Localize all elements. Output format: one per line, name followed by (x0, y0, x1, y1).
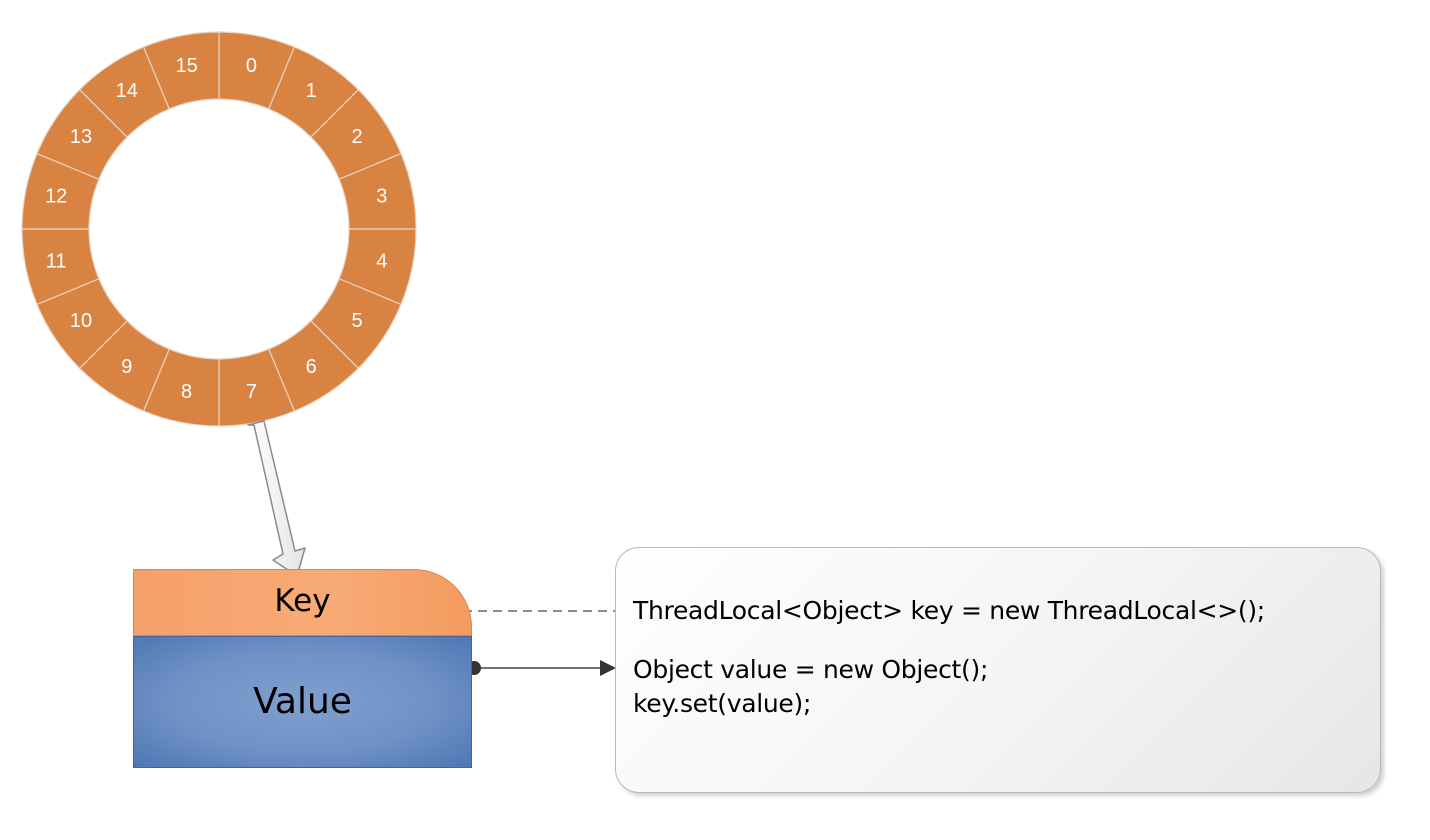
ring-slot-label-8: 8 (181, 381, 192, 403)
code-line-value: Object value = new Object(); (633, 655, 989, 684)
ring-slot-label-15: 15 (175, 55, 197, 77)
ring-slot-label-5: 5 (351, 310, 362, 332)
ring-slot-15 (142, 31, 220, 110)
ring-slot-label-0: 0 (246, 55, 257, 77)
ring-slot-label-4: 4 (376, 250, 387, 272)
code-line-set: key.set(value); (633, 689, 812, 718)
ring-slot-label-12: 12 (45, 186, 67, 208)
entry-value-label: Value (253, 681, 352, 722)
ring-slot-label-11: 11 (46, 250, 67, 272)
entry-value-box: Value (133, 636, 472, 768)
ring-slot-label-9: 9 (121, 356, 132, 378)
down-arrow-icon (247, 420, 306, 577)
ring-slot-label-1: 1 (306, 80, 317, 102)
ring-slot-label-3: 3 (376, 186, 387, 208)
ring-slot-label-2: 2 (351, 126, 362, 148)
code-line-threadlocal: ThreadLocal<Object> key = new ThreadLoca… (633, 596, 1265, 625)
entry-key-box: Key (133, 569, 472, 636)
ring-slot-label-13: 13 (70, 126, 92, 148)
ring-slot-label-10: 10 (70, 310, 92, 332)
ring-slot-label-14: 14 (116, 80, 138, 102)
ring-slot-label-6: 6 (306, 356, 317, 378)
ring-slot-label-7: 7 (246, 381, 257, 403)
code-box: ThreadLocal<Object> key = new ThreadLoca… (615, 547, 1381, 793)
value-connector (467, 660, 616, 676)
entry-key-label: Key (274, 583, 331, 619)
arrowhead-icon (600, 660, 616, 676)
